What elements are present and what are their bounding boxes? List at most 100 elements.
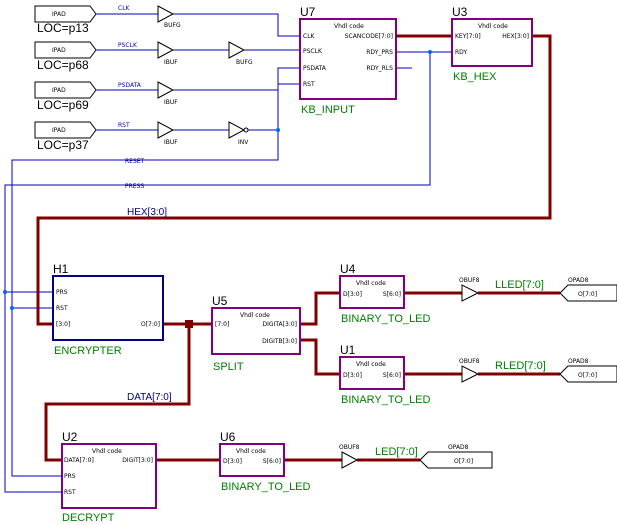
output-led: OBUF8 LED[7:0] OPAD8 O[7:0]	[339, 444, 493, 469]
svg-text:KB_HEX: KB_HEX	[453, 71, 497, 83]
svg-text:OPAD8: OPAD8	[568, 358, 589, 365]
svg-text:D[3:0]: D[3:0]	[223, 458, 242, 465]
block-u7: U7 Vhdl code CLK PSCLK PSDATA RST SCANCO…	[299, 5, 397, 116]
output-rled: OBUF8 RLED[7:0] OPAD8 O[7:0]	[459, 358, 617, 383]
svg-text:LOC=p37: LOC=p37	[37, 138, 89, 152]
input-pad-psclk: IPAD LOC=p68	[34, 41, 97, 72]
svg-text:DIGIT[3:0]: DIGIT[3:0]	[122, 457, 153, 464]
svg-text:O[7:0]: O[7:0]	[454, 458, 473, 465]
svg-text:U3: U3	[452, 5, 468, 19]
svg-text:PRS: PRS	[64, 473, 76, 480]
output-lled: OBUF8 LLED[7:0] OPAD8 O[7:0]	[459, 277, 617, 302]
svg-text:H1: H1	[53, 262, 69, 276]
svg-text:RST: RST	[303, 81, 315, 88]
svg-text:Vhdl code: Vhdl code	[334, 23, 364, 30]
svg-text:IBUF: IBUF	[164, 59, 178, 66]
block-u2: U2 Vhdl code DATA[7:0] PRS RST DIGIT[3:0…	[61, 430, 157, 524]
svg-text:OBUF8: OBUF8	[459, 358, 480, 365]
svg-text:DECRYPT: DECRYPT	[62, 512, 115, 524]
svg-text:U7: U7	[300, 5, 316, 19]
svg-text:INV: INV	[238, 139, 249, 146]
svg-text:SPLIT: SPLIT	[213, 361, 244, 373]
svg-text:O[7:0]: O[7:0]	[141, 321, 160, 328]
svg-text:RST: RST	[64, 489, 76, 496]
svg-text:RDY: RDY	[455, 49, 467, 56]
svg-text:PRS: PRS	[56, 289, 68, 296]
svg-text:RDY_RLS: RDY_RLS	[367, 65, 394, 72]
svg-text:IPAD: IPAD	[52, 87, 66, 94]
input-pad-rst: IPAD LOC=p37	[34, 121, 97, 152]
svg-text:Vhdl code: Vhdl code	[236, 448, 266, 455]
svg-text:U1: U1	[340, 343, 356, 357]
svg-text:O[7:0]: O[7:0]	[578, 372, 597, 379]
svg-text:S[6:0]: S[6:0]	[383, 291, 401, 298]
svg-text:Vhdl code: Vhdl code	[240, 312, 270, 319]
net-label-psdata: PSDATA	[118, 82, 142, 89]
svg-text:BINARY_TO_LED: BINARY_TO_LED	[221, 481, 311, 493]
svg-text:HEX[3:0]: HEX[3:0]	[502, 33, 529, 40]
svg-text:U4: U4	[340, 262, 356, 276]
block-u1: U1 Vhdl code D[3:0] S[6:0] BINARY_TO_LED	[339, 343, 431, 406]
junction-dots	[3, 50, 432, 310]
svg-text:RLED[7:0]: RLED[7:0]	[495, 360, 546, 372]
svg-text:U6: U6	[220, 430, 236, 444]
net-label-psclk: PSCLK	[118, 42, 138, 49]
block-h1: H1 PRS RST [3:0] O[7:0] ENCRYPTER	[52, 262, 164, 357]
buffer-ibuf-psclk: IBUF	[157, 41, 178, 66]
svg-text:IPAD: IPAD	[52, 11, 66, 18]
svg-text:CLK: CLK	[303, 33, 316, 40]
input-pad-clk: IPAD LOC=p13	[34, 5, 97, 35]
bus-wires	[36, 34, 560, 462]
svg-text:OBUF8: OBUF8	[459, 277, 480, 284]
svg-text:U5: U5	[212, 294, 228, 308]
svg-text:LED[7:0]: LED[7:0]	[375, 446, 418, 458]
svg-text:BUFG: BUFG	[164, 22, 181, 29]
net-label-clk: CLK	[118, 5, 131, 12]
block-u6: U6 Vhdl code D[3:0] S[6:0] BINARY_TO_LED	[219, 430, 311, 493]
input-pad-psdata: IPAD LOC=p69	[34, 81, 97, 112]
svg-text:LOC=p69: LOC=p69	[37, 98, 89, 112]
svg-text:U2: U2	[62, 430, 78, 444]
svg-text:DIGITB[3:0]: DIGITB[3:0]	[262, 338, 297, 345]
buffer-ibuf-psdata: IBUF	[157, 81, 178, 106]
svg-text:OBUF8: OBUF8	[339, 444, 360, 451]
net-label-rst: RST	[118, 122, 130, 129]
svg-text:S[6:0]: S[6:0]	[263, 458, 281, 465]
net-label-hex: HEX[3:0]	[127, 207, 167, 218]
svg-text:OPAD8: OPAD8	[568, 277, 589, 284]
svg-text:LOC=p68: LOC=p68	[37, 58, 89, 72]
buffer-bufg-psclk: BUFG	[228, 41, 253, 66]
svg-text:BINARY_TO_LED: BINARY_TO_LED	[341, 313, 431, 325]
svg-text:DIGITA[3:0]: DIGITA[3:0]	[263, 321, 297, 328]
block-u3: U3 Vhdl code KEY[7:0] RDY HEX[3:0] KB_HE…	[451, 5, 533, 83]
svg-text:RST: RST	[56, 305, 68, 312]
svg-text:DATA[7:0]: DATA[7:0]	[64, 457, 94, 464]
svg-text:SCANCODE[7:0]: SCANCODE[7:0]	[345, 33, 393, 40]
svg-text:KB_INPUT: KB_INPUT	[301, 104, 355, 116]
net-label-reset: RESET	[125, 158, 145, 165]
svg-text:IPAD: IPAD	[52, 47, 66, 54]
svg-text:Vhdl code: Vhdl code	[478, 23, 508, 30]
svg-text:IPAD: IPAD	[52, 127, 66, 134]
net-label-data: DATA[7:0]	[127, 392, 172, 403]
net-label-press: PRESS	[125, 183, 144, 190]
svg-text:Vhdl code: Vhdl code	[356, 361, 386, 368]
bus-junction	[185, 320, 193, 328]
block-u5: U5 Vhdl code [7:0] DIGITA[3:0] DIGITB[3:…	[211, 294, 301, 373]
svg-text:ENCRYPTER: ENCRYPTER	[54, 345, 122, 357]
svg-text:O[7:0]: O[7:0]	[578, 291, 597, 298]
svg-text:OPAD8: OPAD8	[448, 444, 469, 451]
svg-text:BINARY_TO_LED: BINARY_TO_LED	[341, 394, 431, 406]
svg-text:PSCLK: PSCLK	[303, 48, 323, 55]
svg-text:LLED[7:0]: LLED[7:0]	[495, 279, 544, 291]
svg-text:Vhdl code: Vhdl code	[356, 280, 386, 287]
inverter-rst: INV	[228, 121, 249, 146]
svg-text:BUFG: BUFG	[236, 59, 253, 66]
svg-text:RDY_PRS: RDY_PRS	[366, 49, 393, 56]
svg-text:D[3:0]: D[3:0]	[343, 372, 362, 379]
svg-text:[7:0]: [7:0]	[215, 321, 229, 328]
svg-text:KEY[7:0]: KEY[7:0]	[455, 33, 481, 40]
svg-text:LOC=p13: LOC=p13	[37, 21, 89, 35]
svg-text:[3:0]: [3:0]	[56, 321, 70, 328]
